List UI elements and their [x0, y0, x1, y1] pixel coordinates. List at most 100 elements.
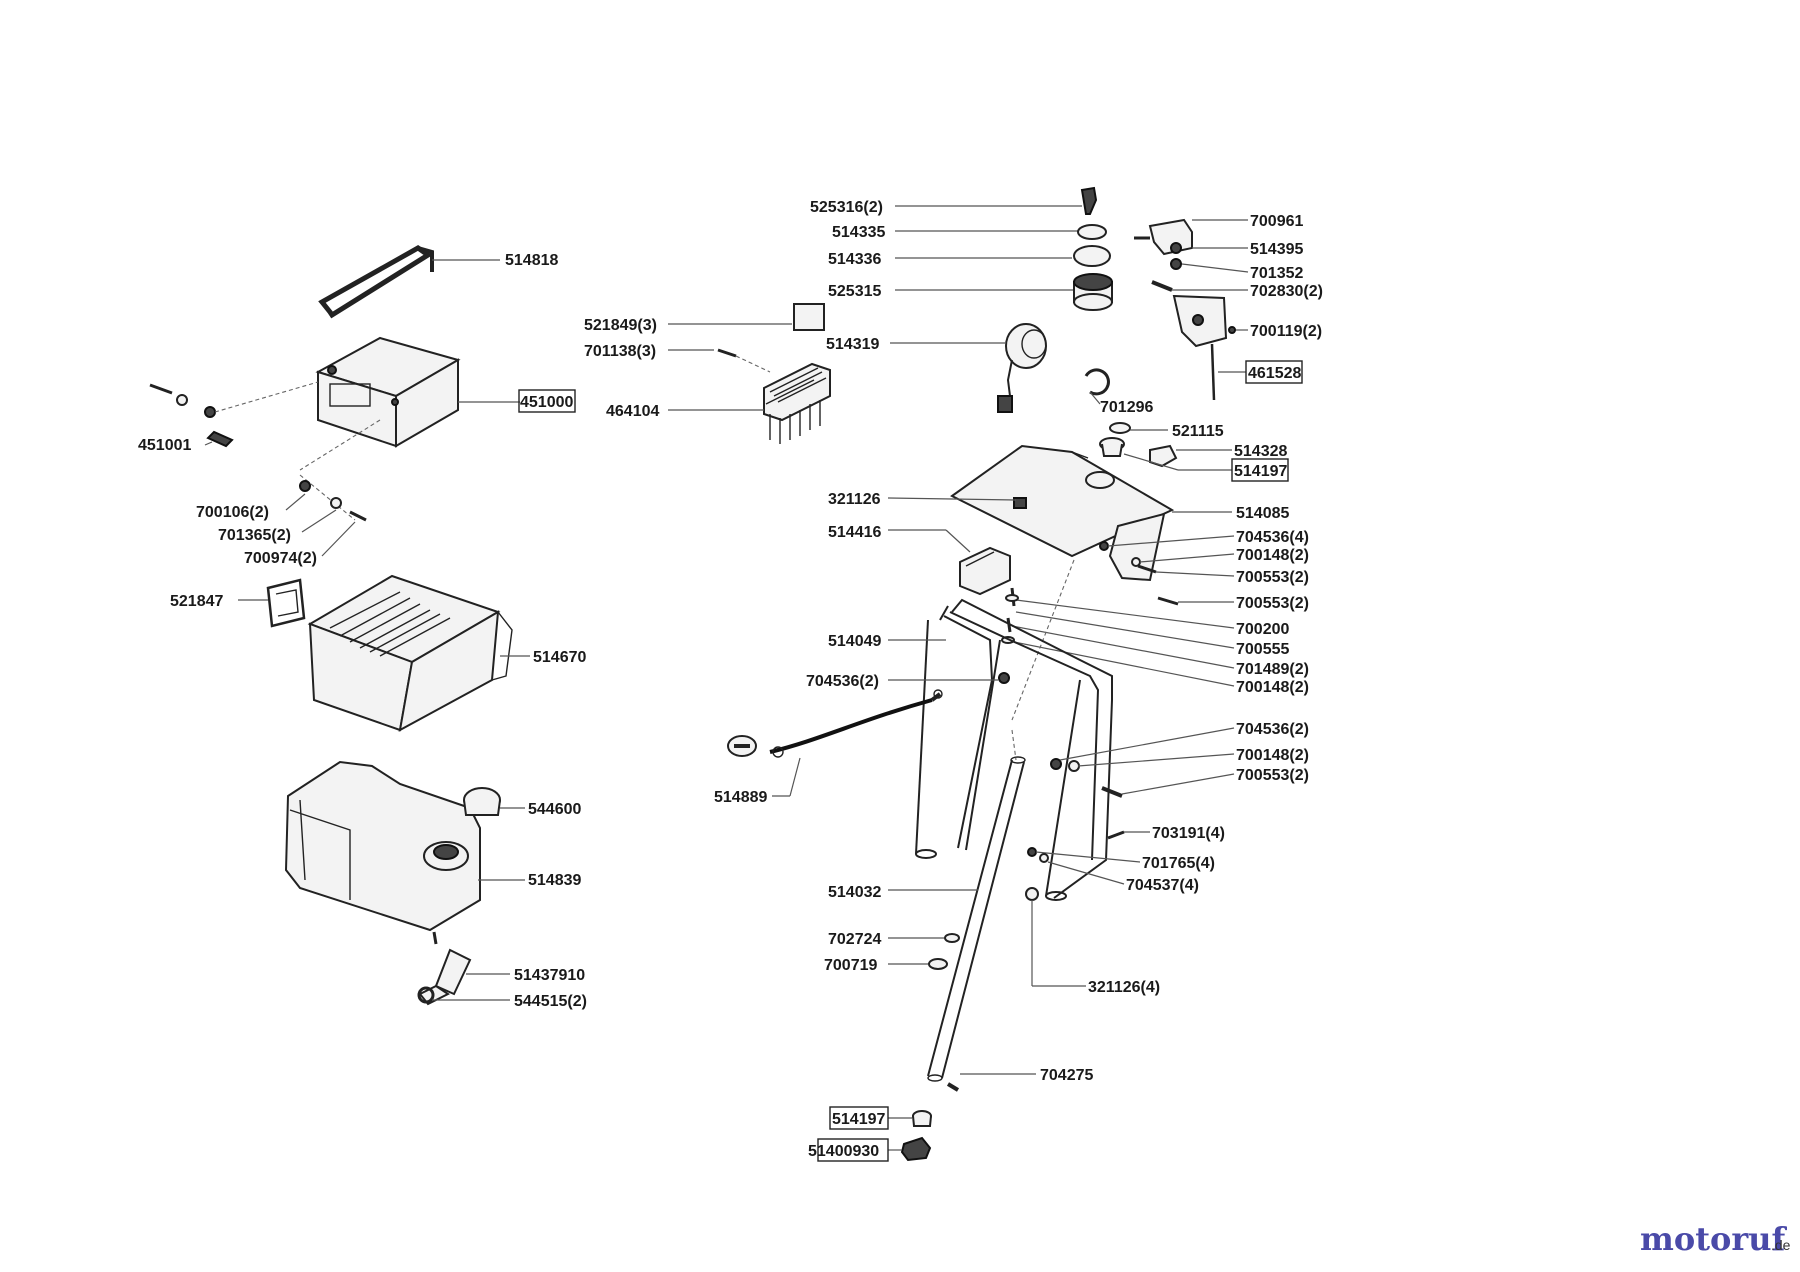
label-700200: 700200	[1236, 621, 1289, 638]
label-700553a: 700553(2)	[1236, 569, 1309, 586]
part-buzzer	[997, 323, 1047, 413]
label-701365: 701365(2)	[218, 527, 291, 544]
part-fuel-tank	[284, 760, 481, 932]
part-spring-704275	[946, 1082, 960, 1092]
label-514335: 514335	[832, 224, 885, 241]
part-ignition-switch	[1073, 273, 1113, 311]
label-514395: 514395	[1250, 241, 1303, 258]
label-521849: 521849(3)	[584, 317, 657, 334]
part-washer-701365	[330, 497, 342, 509]
part-ground-cable	[727, 689, 943, 758]
label-702830: 702830(2)	[1250, 283, 1323, 300]
label-701352: 701352	[1250, 265, 1303, 282]
part-fuse-block	[763, 362, 831, 444]
label-544515: 544515(2)	[514, 993, 587, 1010]
part-nut-701352	[1170, 258, 1182, 270]
part-washer-704537	[1039, 853, 1049, 863]
label-514197b: 514197	[832, 1111, 885, 1128]
part-tube	[927, 756, 1026, 1082]
label-702724: 702724	[828, 931, 881, 948]
part-bolt-701138	[717, 348, 737, 358]
part-clip	[266, 578, 306, 628]
label-544600: 544600	[528, 801, 581, 818]
part-bolt-700553a	[1137, 564, 1157, 574]
label-464104: 464104	[606, 403, 659, 420]
part-key	[1080, 186, 1098, 215]
logo-suffix: .de	[1771, 1237, 1791, 1253]
label-700553b: 700553(2)	[1236, 595, 1309, 612]
label-514049: 514049	[828, 633, 881, 650]
label-700148c: 700148(2)	[1236, 747, 1309, 764]
label-514328: 514328	[1234, 443, 1287, 460]
part-nut-700106	[299, 480, 311, 492]
part-hose-clamp	[417, 986, 435, 1004]
part-washer-514335	[1077, 224, 1107, 240]
part-nut-701765	[1027, 847, 1037, 857]
label-521847: 521847	[170, 593, 223, 610]
part-bolt-700974	[349, 510, 367, 522]
part-battery-strap	[318, 245, 434, 319]
label-514670: 514670	[533, 649, 586, 666]
part-battery-bolts	[149, 383, 234, 448]
part-nut-704536b	[998, 672, 1010, 684]
label-701489: 701489(2)	[1236, 661, 1309, 678]
part-nut-700119	[1228, 326, 1236, 334]
part-nut-704536c	[1050, 758, 1062, 770]
label-321126b: 321126(4)	[1088, 979, 1160, 996]
label-525315: 525315	[828, 283, 881, 300]
part-handlebar	[915, 598, 1113, 901]
part-knob-51400930	[900, 1136, 932, 1162]
label-514032: 514032	[828, 884, 881, 901]
label-461528: 461528	[1248, 365, 1301, 382]
label-514085: 514085	[1236, 505, 1289, 522]
label-514889: 514889	[714, 789, 767, 806]
label-704536a: 704536(4)	[1236, 529, 1309, 546]
label-703191: 703191(4)	[1152, 825, 1225, 842]
label-451001: 451001	[138, 437, 191, 454]
label-514197a: 514197	[1234, 463, 1287, 480]
part-nut-514336	[1073, 245, 1111, 267]
part-bolt-700553b	[1157, 596, 1179, 606]
part-battery-tray	[307, 574, 513, 732]
label-700119: 700119(2)	[1250, 323, 1322, 340]
part-fuel-cap	[463, 787, 501, 816]
part-relay	[793, 303, 825, 331]
part-screw-702830	[1151, 280, 1173, 292]
part-switch-plate	[1172, 294, 1228, 401]
part-washer-700555	[1005, 594, 1019, 602]
label-700555: 700555	[1236, 641, 1289, 658]
part-grommet-321126	[1025, 887, 1039, 901]
label-514818: 514818	[505, 252, 558, 269]
part-grommet-514197a	[1099, 437, 1125, 457]
label-700106: 700106(2)	[196, 504, 269, 521]
label-514336: 514336	[828, 251, 881, 268]
label-700974: 700974(2)	[244, 550, 317, 567]
part-bolt-703191	[1107, 830, 1125, 840]
part-bolt-700553c	[1101, 786, 1123, 798]
label-704537: 704537(4)	[1126, 877, 1199, 894]
label-701138: 701138(3)	[584, 343, 656, 360]
label-704536c: 704536(2)	[1236, 721, 1309, 738]
part-fuel-hose	[418, 931, 472, 1006]
label-451000: 451000	[520, 394, 573, 411]
motoruf-logo: motoruf .de	[1640, 1220, 1791, 1258]
part-washer-521115	[1109, 422, 1131, 434]
label-700148a: 700148(2)	[1236, 547, 1309, 564]
label-51400930: 51400930	[808, 1143, 879, 1160]
label-521115: 521115	[1172, 423, 1224, 440]
label-321126: 321126	[828, 491, 881, 508]
part-battery	[315, 336, 461, 448]
label-704536b: 704536(2)	[806, 673, 879, 690]
label-525316: 525316(2)	[810, 199, 883, 216]
part-clamp-700719	[928, 958, 948, 970]
label-514416: 514416	[828, 524, 881, 541]
label-701765: 701765(4)	[1142, 855, 1215, 872]
label-700553c: 700553(2)	[1236, 767, 1309, 784]
part-bracket-514395	[1148, 218, 1193, 256]
part-bracket-514416	[959, 546, 1011, 596]
label-704275: 704275	[1040, 1067, 1093, 1084]
part-switch-514328	[1149, 444, 1178, 468]
label-700961: 700961	[1250, 213, 1303, 230]
part-grommet-514197b	[912, 1110, 932, 1127]
